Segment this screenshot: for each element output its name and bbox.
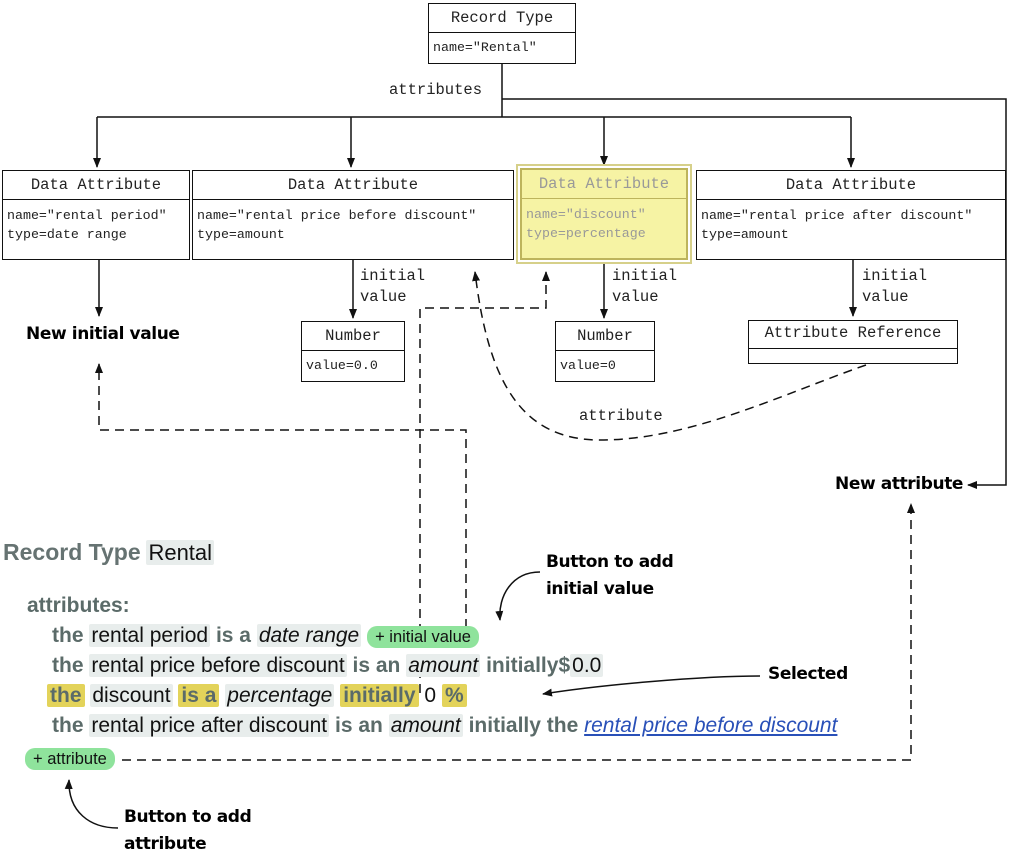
attribute-name[interactable]: rental price before discount xyxy=(89,654,347,677)
editor-attribute-row: the rental period is a date range + init… xyxy=(52,621,479,652)
attribute-type[interactable]: amount xyxy=(388,714,463,737)
number-box-header: Number xyxy=(302,322,404,351)
number-box-value: value=0.0 xyxy=(306,357,378,373)
number-box-header: Number xyxy=(556,322,654,351)
data-attribute-header: Data Attribute xyxy=(522,170,686,199)
data-attribute-type: type=percentage xyxy=(526,225,646,241)
editor-attribute-row: the rental price after discount is an am… xyxy=(52,714,838,737)
data-attribute-header: Data Attribute xyxy=(697,171,1005,200)
initial-value-field[interactable]: 0 xyxy=(424,684,437,707)
attribute-type[interactable]: date range xyxy=(256,624,362,647)
data-attribute-box-rental-price-after-discount: Data Attribute name="rental price after … xyxy=(696,170,1006,260)
attribute-reference-link[interactable]: rental price before discount xyxy=(584,714,838,737)
attribute-type[interactable]: amount xyxy=(406,654,481,677)
number-box-value: value=0 xyxy=(560,357,616,373)
new-attribute-note: New attribute xyxy=(835,474,964,494)
data-attribute-type: type=date range xyxy=(7,226,127,242)
attribute-type[interactable]: percentage xyxy=(225,684,335,707)
data-attribute-type: type=amount xyxy=(197,226,285,242)
callout-button-attribute xyxy=(64,779,119,829)
editor-attributes-label: attributes: xyxy=(27,594,130,617)
data-attribute-name: name="rental period" xyxy=(7,207,167,223)
attribute-link-label: attribute xyxy=(579,407,663,425)
data-attribute-box-discount: Data Attribute name="discount" type=perce… xyxy=(516,164,692,264)
record-type-box-header: Record Type xyxy=(429,4,575,33)
attribute-name[interactable]: discount xyxy=(90,684,173,707)
data-attribute-box-rental-period: Data Attribute name="rental period" type=… xyxy=(2,170,190,260)
editor-attribute-row: the rental price before discount is an a… xyxy=(52,654,604,677)
editor-add-attribute-row: + attribute xyxy=(25,743,115,774)
record-type-box-name: name="Rental" xyxy=(433,39,537,55)
record-type-name[interactable]: Rental xyxy=(146,540,215,565)
attribute-name[interactable]: rental price after discount xyxy=(89,714,330,737)
attribute-reference-box: Attribute Reference xyxy=(748,320,958,364)
dashed-selected-trace xyxy=(419,271,550,693)
dashed-new-attribute-trace xyxy=(122,503,915,761)
selected-note: Selected xyxy=(768,664,848,684)
number-box: Number value=0.0 xyxy=(301,321,405,382)
data-attribute-box-rental-price-before-discount: Data Attribute name="rental price before… xyxy=(192,170,514,260)
data-attribute-header: Data Attribute xyxy=(193,171,513,200)
new-initial-value-note: New initial value xyxy=(26,324,180,344)
editor-attribute-row-selected: the discount is a percentage initially 0… xyxy=(47,681,467,711)
data-attribute-name: name="rental price before discount" xyxy=(197,207,477,223)
attribute-reference-header: Attribute Reference xyxy=(749,321,957,349)
data-attribute-header: Data Attribute xyxy=(3,171,189,200)
editor-record-type-line: Record Type Rental xyxy=(3,537,215,569)
percent-unit: % xyxy=(441,684,467,707)
callout-button-initial-value xyxy=(495,571,541,621)
record-type-keyword: Record Type xyxy=(3,539,141,565)
initial-value-field[interactable]: 0.0 xyxy=(570,654,604,677)
arrow-to-new-attribute xyxy=(502,98,1007,489)
add-attribute-button[interactable]: + attribute xyxy=(25,748,115,770)
data-attribute-type: type=amount xyxy=(701,226,789,242)
data-attribute-name: name="rental price after discount" xyxy=(701,207,973,223)
data-attribute-name: name="discount" xyxy=(526,206,646,222)
add-initial-value-button[interactable]: + initial value xyxy=(367,626,479,648)
number-box: Number value=0 xyxy=(555,321,655,382)
attributes-label: attributes xyxy=(389,81,483,99)
callout-selected xyxy=(542,675,761,697)
record-type-box: Record Type name="Rental" xyxy=(428,3,576,64)
dashed-attribute-reference xyxy=(472,271,867,441)
dashed-initial-value-trace xyxy=(95,363,467,628)
attribute-name[interactable]: rental period xyxy=(89,624,211,647)
